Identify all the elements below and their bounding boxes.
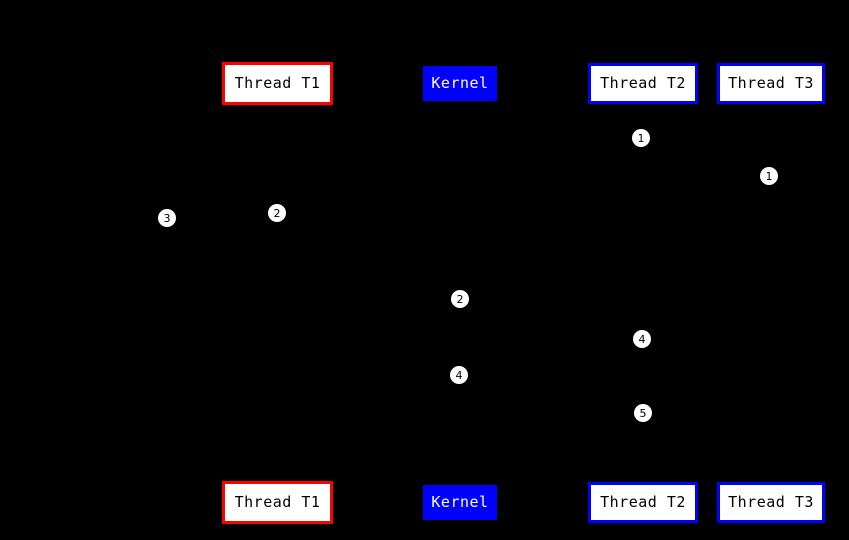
sequence-badge-number: 5: [639, 406, 647, 420]
participant-head-thread-t2[interactable]: Thread T2: [588, 63, 698, 104]
message-arrow-1: [642, 138, 770, 139]
lifeline-thread-t2: [642, 104, 643, 482]
participant-label-kernel: Kernel: [431, 74, 489, 92]
sequence-badge-number: 4: [455, 368, 463, 382]
message-arrow-4: [460, 339, 642, 340]
sequence-badge-number: 1: [765, 169, 773, 183]
participant-label-thread-t1: Thread T1: [234, 74, 321, 92]
participant-head-thread-t1[interactable]: Thread T1: [222, 62, 333, 105]
participant-foot-kernel[interactable]: Kernel: [423, 485, 497, 520]
participant-head-thread-t3[interactable]: Thread T3: [717, 63, 825, 104]
participant-foot-label-thread-t3: Thread T3: [728, 493, 814, 511]
lifeline-thread-t3: [770, 104, 771, 482]
sequence-badge: 4: [450, 366, 468, 384]
sequence-badge: 2: [451, 290, 469, 308]
sequence-badge-number: 1: [637, 131, 645, 145]
participant-label-thread-t3: Thread T3: [728, 74, 814, 92]
participant-head-kernel[interactable]: Kernel: [423, 66, 497, 101]
participant-foot-thread-t2[interactable]: Thread T2: [588, 482, 698, 523]
lifeline-thread-t1: [277, 105, 278, 481]
sequence-badge-number: 4: [638, 332, 646, 346]
participant-foot-label-thread-t2: Thread T2: [600, 493, 686, 511]
sequence-badge: 4: [633, 330, 651, 348]
sequence-badge-number: 2: [273, 206, 281, 220]
message-arrow-5: [460, 413, 643, 414]
sequence-badge-number: 2: [456, 292, 464, 306]
message-arrow-2: [277, 213, 460, 214]
sequence-badge: 1: [632, 129, 650, 147]
sequence-badge: 2: [268, 204, 286, 222]
participant-foot-thread-t1[interactable]: Thread T1: [222, 481, 333, 524]
sequence-badge: 1: [760, 167, 778, 185]
participant-label-thread-t2: Thread T2: [600, 74, 686, 92]
participant-foot-thread-t3[interactable]: Thread T3: [717, 482, 825, 523]
participant-foot-label-thread-t1: Thread T1: [234, 493, 321, 511]
sequence-badge: 5: [634, 404, 652, 422]
message-arrow-3: [167, 218, 277, 219]
sequence-badge: 3: [158, 209, 176, 227]
participant-foot-label-kernel: Kernel: [431, 493, 489, 511]
sequence-badge-number: 3: [163, 211, 171, 225]
